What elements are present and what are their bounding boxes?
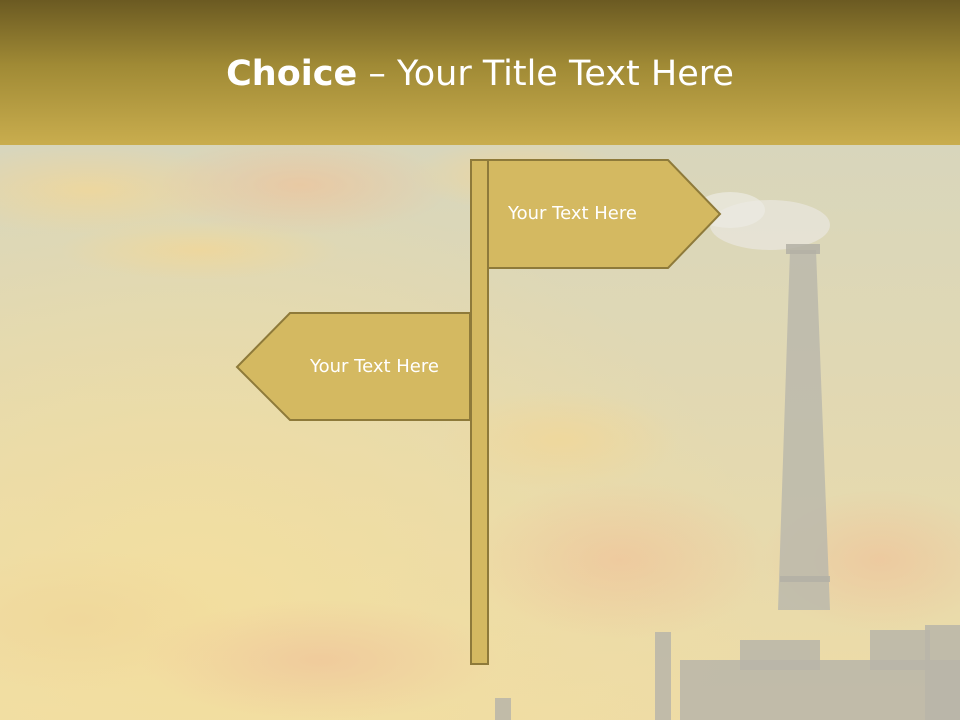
slide-title: Choice – Your Title Text Here bbox=[0, 52, 960, 96]
title-rest: – Your Title Text Here bbox=[357, 54, 734, 94]
title-bold: Choice bbox=[226, 54, 358, 94]
sign-left-arrow bbox=[235, 312, 471, 421]
title-bar bbox=[0, 0, 960, 145]
sign-left-text: Your Text Here bbox=[310, 356, 439, 377]
factory-chimney-silhouette bbox=[778, 250, 830, 610]
sign-right-text: Your Text Here bbox=[508, 203, 637, 224]
sign-pole bbox=[470, 159, 489, 665]
